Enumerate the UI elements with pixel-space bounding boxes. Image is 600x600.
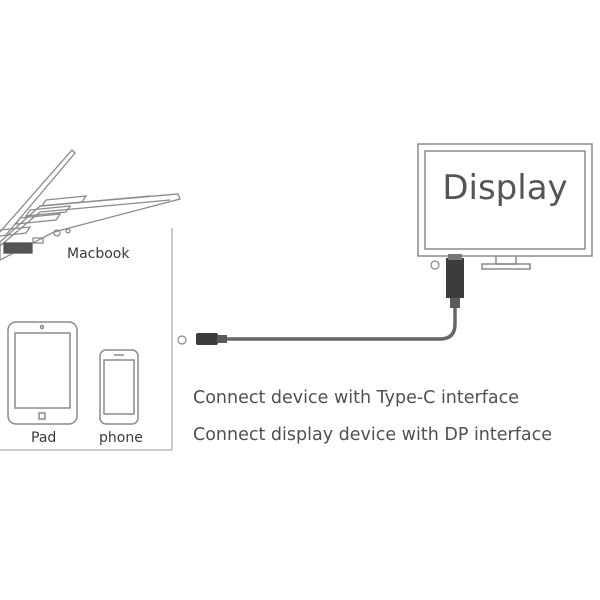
dp-connector bbox=[446, 258, 464, 298]
usb-c-connector bbox=[196, 333, 218, 345]
pad-illustration bbox=[7, 321, 78, 425]
display-label: Display bbox=[442, 168, 568, 208]
usb-c-to-dp-cable bbox=[177, 254, 464, 345]
cable-line bbox=[227, 306, 457, 341]
pad-label: Pad bbox=[31, 430, 57, 446]
macbook-illustration bbox=[0, 149, 181, 261]
description-type-c: Connect device with Type-C interface bbox=[193, 388, 519, 408]
monitor-illustration bbox=[417, 143, 593, 270]
usb-c-port bbox=[177, 335, 187, 345]
phone-illustration bbox=[99, 349, 139, 425]
description-dp: Connect display device with DP interface bbox=[193, 425, 552, 445]
macbook-label: Macbook bbox=[67, 246, 130, 262]
phone-label: phone bbox=[99, 430, 143, 446]
